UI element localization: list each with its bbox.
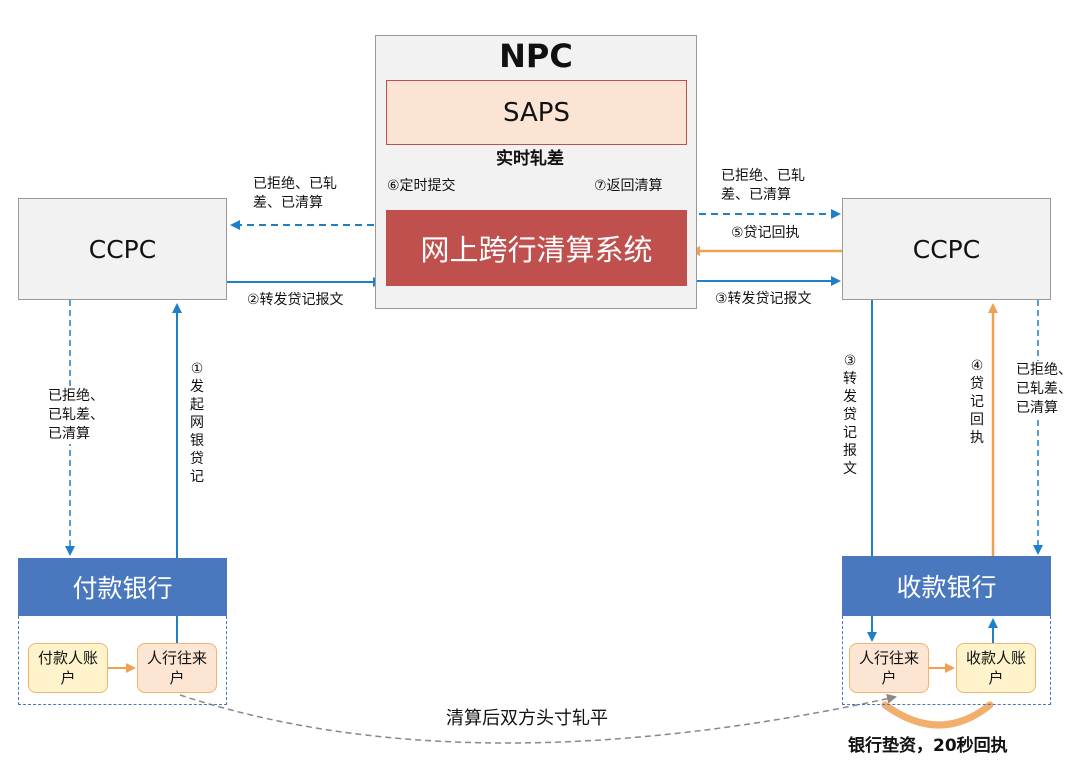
payee-bank-node: 收款银行 (842, 556, 1051, 616)
npc-title: NPC (499, 37, 573, 75)
ccpc-left-node: CCPC (18, 198, 227, 300)
credit-receipt-label: ⑤贷记回执 (731, 225, 800, 241)
payer-bank-group (18, 616, 227, 705)
payer-account-node: 付款人账户 (28, 643, 108, 693)
payee-account-node: 收款人账户 (956, 643, 1036, 693)
forward-right-label: ③转发贷记报文 (715, 291, 812, 307)
status-left-vertical-label: 已拒绝、已轧差、已清算 (48, 387, 110, 444)
payer-bank-node: 付款银行 (18, 558, 227, 616)
forward-left-label: ②转发贷记报文 (247, 292, 344, 308)
initiate-credit-label: ①发起网银贷记 (190, 361, 204, 485)
realtime-netting-label: 实时轧差 (496, 149, 564, 169)
status-right-vertical-label: 已拒绝、已轧差、已清算 (1016, 361, 1078, 418)
settle-balance-label: 清算后双方头寸轧平 (446, 708, 608, 729)
timed-submit-label: ⑥定时提交 (387, 178, 456, 194)
settle-balance-curve (179, 693, 897, 744)
receipt-vertical-label: ④贷记回执 (970, 358, 984, 446)
bank-advance-curve (881, 701, 994, 729)
payee-bank-group (842, 616, 1051, 705)
online-interbank-clearing-node: 网上跨行清算系统 (386, 210, 687, 286)
status-top-left-label: 已拒绝、已轧差、已清算 (253, 176, 337, 211)
ccpc-right-node: CCPC (842, 198, 1051, 300)
payer-interbank-node: 人行往来户 (137, 643, 217, 693)
bank-advance-label: 银行垫资，20秒回执 (848, 736, 1008, 756)
saps-node: SAPS (386, 80, 687, 145)
return-clearing-label: ⑦返回清算 (594, 178, 663, 194)
payee-interbank-node: 人行往来户 (849, 643, 929, 693)
forward-vertical-label: ③转发贷记报文 (843, 353, 857, 477)
status-top-right-label: 已拒绝、已轧差、已清算 (721, 168, 805, 203)
